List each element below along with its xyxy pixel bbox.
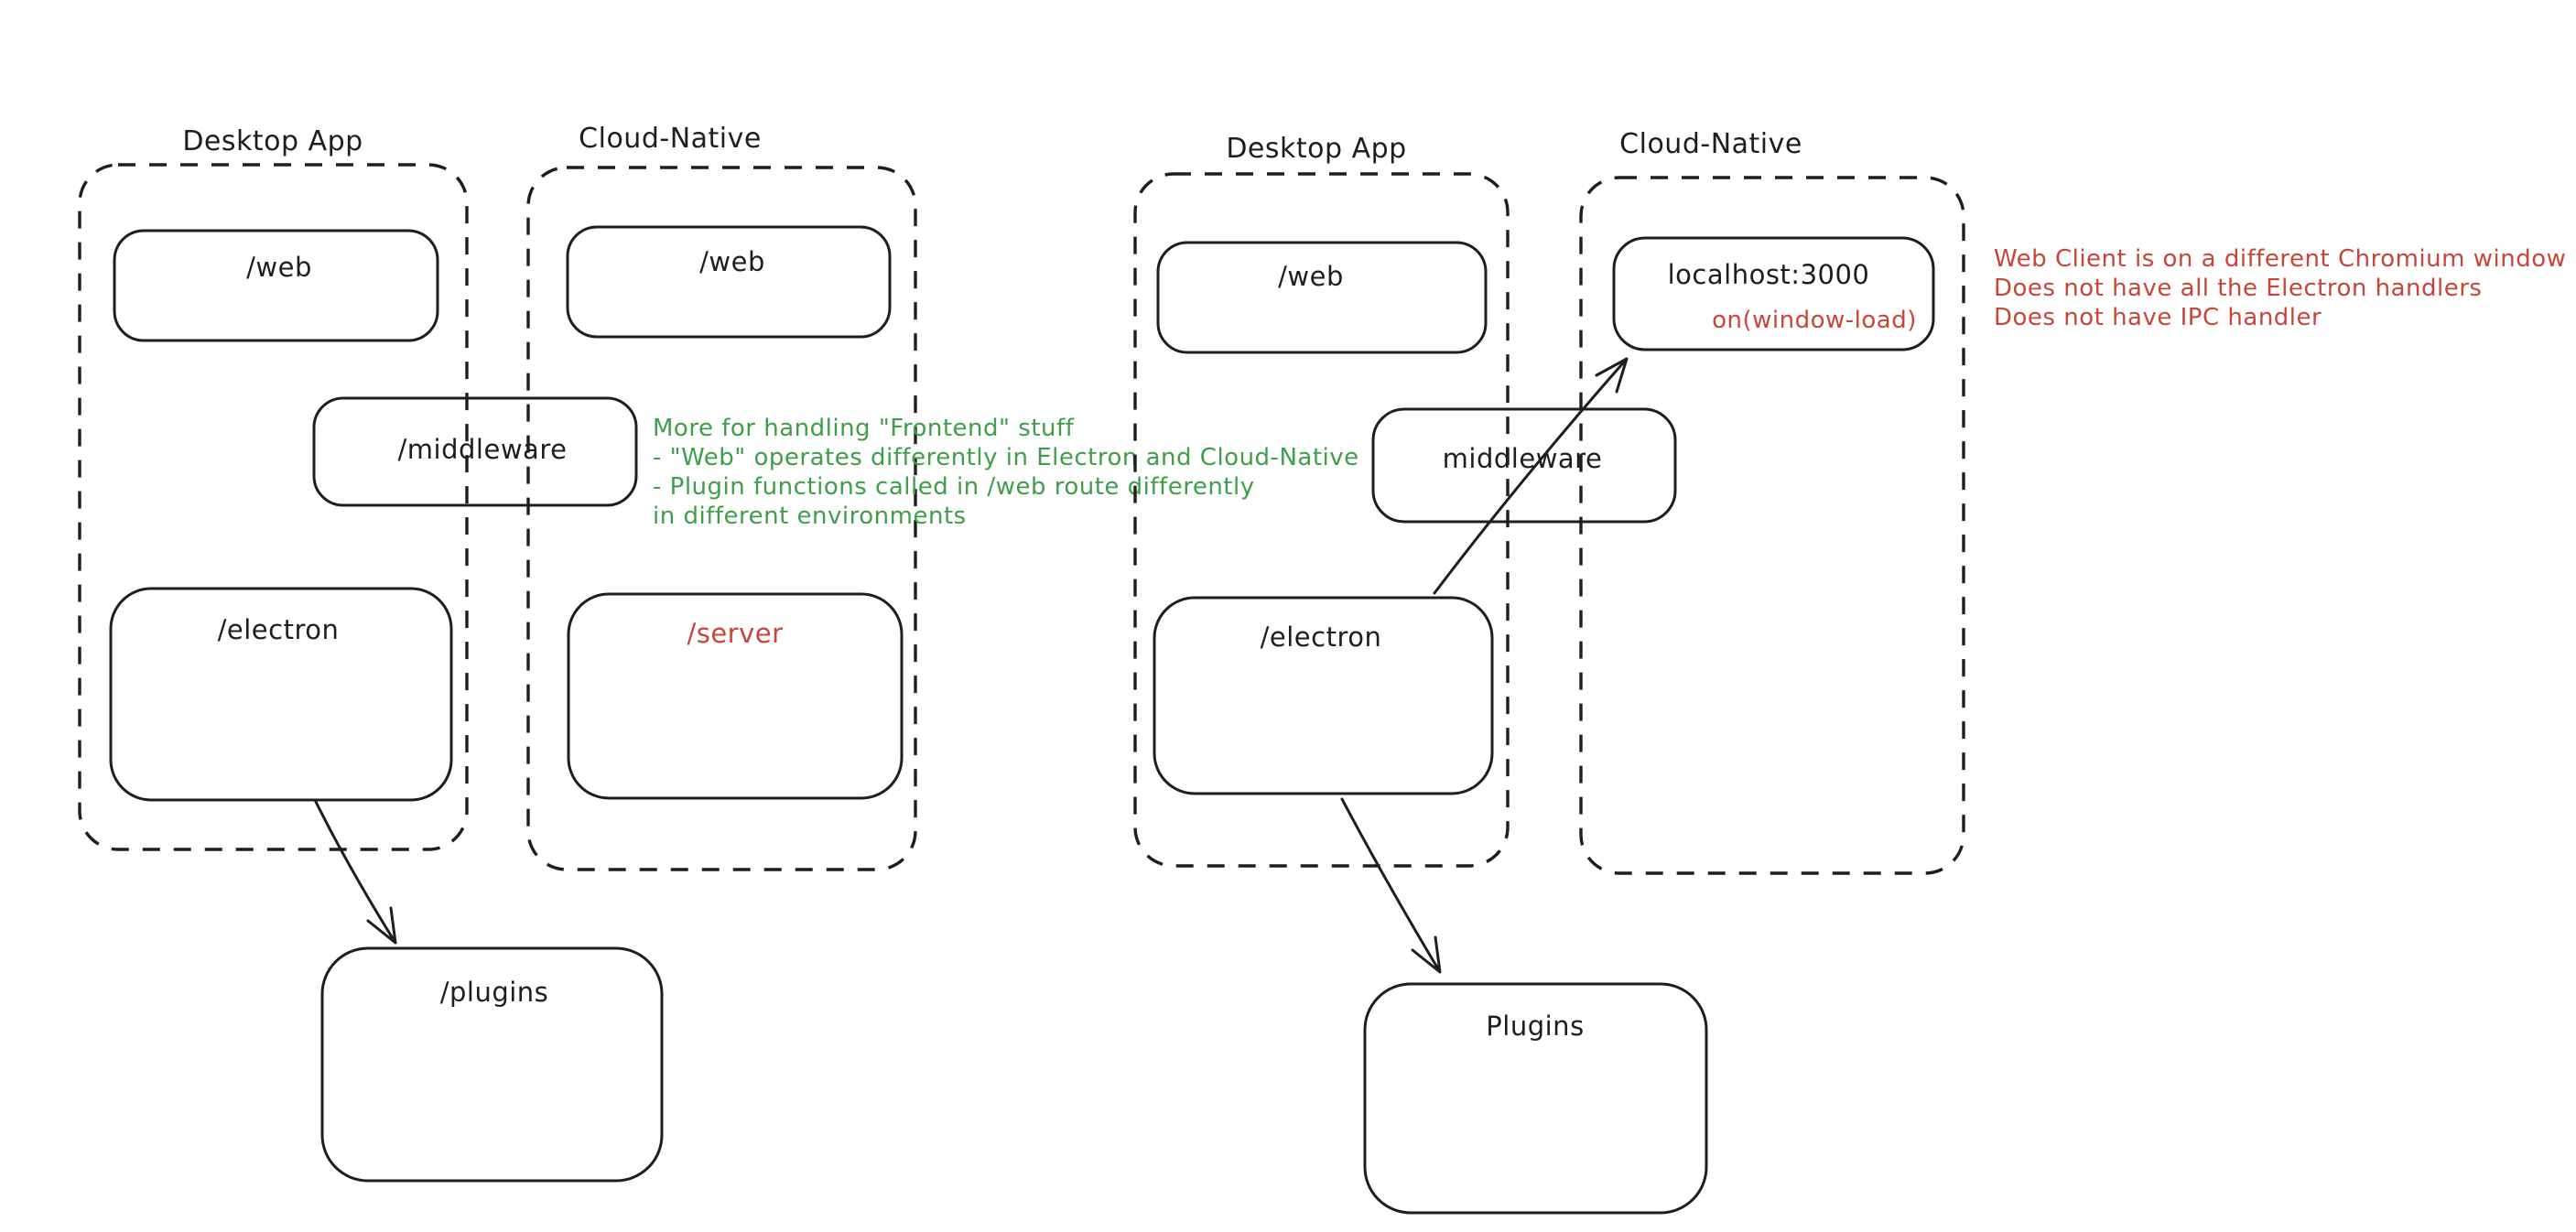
- left-desktop-container[interactable]: [78, 163, 469, 851]
- left-electron-box[interactable]: [109, 587, 453, 802]
- left-note-line-3[interactable]: - Plugin functions called in /web route …: [653, 473, 1255, 501]
- left-plugins-box[interactable]: [320, 946, 664, 1183]
- right-window-load-label[interactable]: on(window-load): [1712, 307, 1917, 334]
- left-desktop-web-label[interactable]: /web: [246, 252, 312, 283]
- right-middleware-box[interactable]: [1371, 407, 1677, 524]
- left-plugins-label[interactable]: /plugins: [440, 977, 549, 1008]
- left-note-line-2[interactable]: - "Web" operates differently in Electron…: [653, 444, 1359, 471]
- left-server-box[interactable]: [567, 592, 904, 800]
- left-middleware-label[interactable]: /middleware: [398, 434, 568, 465]
- right-desktop-web-label[interactable]: /web: [1278, 261, 1344, 292]
- right-cloud-label[interactable]: Cloud-Native: [1619, 128, 1802, 160]
- left-desktop-web-box[interactable]: [113, 229, 439, 342]
- left-cloud-web-box[interactable]: [566, 225, 892, 339]
- right-note[interactable]: Web Client is on a different Chromium wi…: [1994, 245, 2566, 331]
- left-middleware-box[interactable]: [312, 396, 638, 507]
- left-arrow-electron-to-plugins[interactable]: [314, 800, 397, 945]
- right-electron-box[interactable]: [1153, 596, 1494, 795]
- left-cloud-web-label[interactable]: /web: [699, 246, 765, 277]
- right-plugins-box[interactable]: [1363, 982, 1708, 1215]
- right-note-line-3[interactable]: Does not have IPC handler: [1994, 304, 2322, 331]
- right-desktop-web-box[interactable]: [1156, 241, 1488, 354]
- left-electron-label[interactable]: /electron: [218, 614, 340, 645]
- right-plugins-label[interactable]: Plugins: [1486, 1010, 1584, 1042]
- left-desktop-label[interactable]: Desktop App: [182, 125, 363, 157]
- right-note-line-2[interactable]: Does not have all the Electron handlers: [1994, 275, 2482, 302]
- right-arrow-electron-to-plugins[interactable]: [1340, 797, 1442, 974]
- right-localhost-box[interactable]: [1612, 236, 1935, 351]
- left-server-label[interactable]: /server: [687, 618, 783, 649]
- right-localhost-label[interactable]: localhost:3000: [1668, 259, 1870, 290]
- left-cloud-label[interactable]: Cloud-Native: [579, 123, 762, 155]
- right-note-line-1[interactable]: Web Client is on a different Chromium wi…: [1994, 245, 2566, 273]
- right-arrow-electron-to-localhost[interactable]: [1433, 357, 1629, 595]
- right-desktop-container[interactable]: [1133, 172, 1510, 868]
- right-middleware-label[interactable]: middleware: [1443, 443, 1603, 474]
- left-note[interactable]: More for handling "Frontend" stuff - "We…: [653, 415, 1359, 530]
- left-note-line-4[interactable]: in different environments: [653, 503, 967, 530]
- right-cloud-container[interactable]: [1579, 176, 1965, 875]
- right-desktop-label[interactable]: Desktop App: [1226, 133, 1406, 165]
- right-electron-label[interactable]: /electron: [1261, 621, 1382, 653]
- left-note-line-1[interactable]: More for handling "Frontend" stuff: [653, 415, 1075, 442]
